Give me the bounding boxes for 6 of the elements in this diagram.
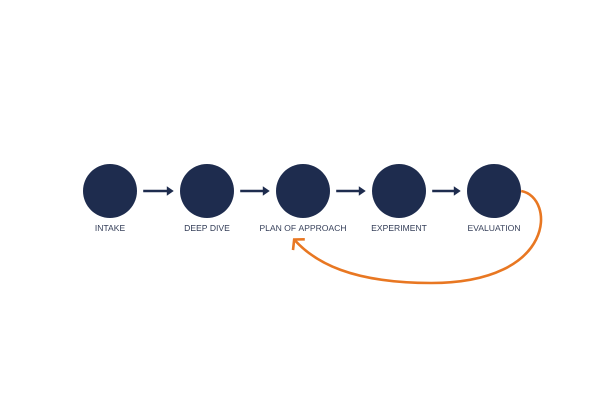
step-label: EXPERIMENT bbox=[372, 225, 427, 231]
step-label: PLAN OF APPROACH bbox=[260, 224, 346, 232]
step-label: DEEP DIVE bbox=[184, 225, 230, 231]
return-arrow bbox=[292, 190, 542, 284]
step-label: EVALUATION bbox=[468, 224, 520, 232]
step-label: INTAKE bbox=[96, 225, 125, 231]
